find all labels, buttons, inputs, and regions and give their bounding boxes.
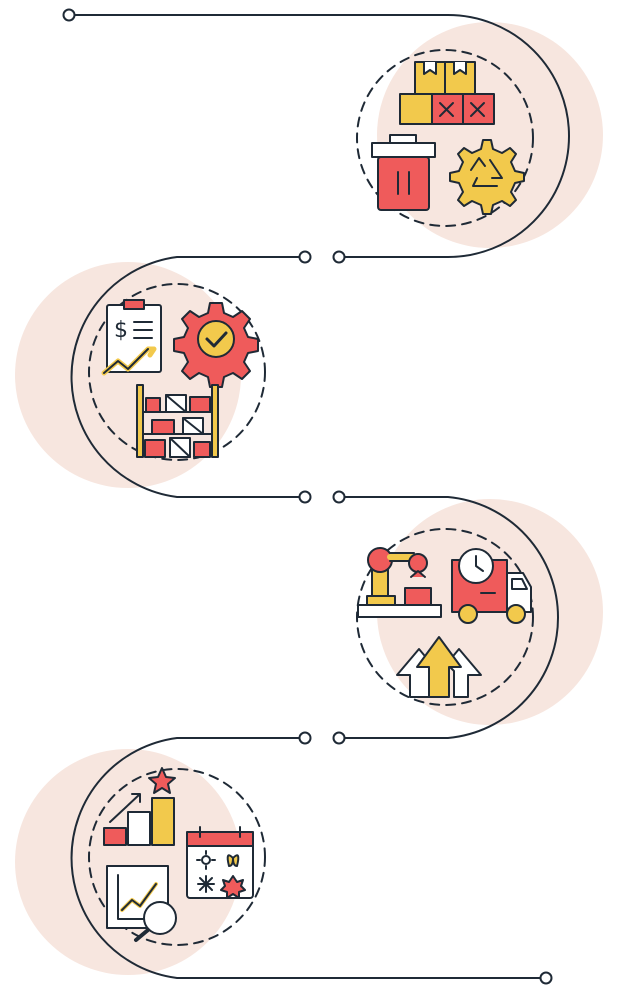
robotic-arm-icon [357,547,442,618]
timeline-node [332,250,346,264]
trash-bin-icon [371,134,436,211]
timeline-node [298,250,312,264]
timeline-end-node [539,971,553,985]
seasonal-calendar-icon [186,826,254,899]
timeline-path-4 [70,737,542,979]
timeline-start-node [62,8,76,22]
timeline-node [332,731,346,745]
checkmark-gear-icon [173,302,259,388]
stage-4-dashed-ring [88,768,266,946]
growth-arrows-icon [396,636,482,698]
stacked-boxes-icon [399,61,495,125]
timeline-path [74,14,570,258]
stage-2-dashed-ring [88,283,266,461]
stage-1-dashed-ring [356,49,534,227]
warehouse-shelf-icon [136,384,219,458]
trend-analysis-icon [106,865,177,942]
recycle-gear-icon [449,139,525,215]
timeline-path-3 [339,496,560,739]
delivery-truck-icon [451,548,532,624]
star-bar-chart-icon [103,767,176,846]
cost-clipboard-icon: $ [101,299,162,376]
timeline-node [332,490,346,504]
timeline-node [298,731,312,745]
stage-4-background-blob [15,749,241,975]
timeline-node [298,490,312,504]
timeline-path-2 [70,256,301,498]
svg-text:$: $ [114,318,128,343]
